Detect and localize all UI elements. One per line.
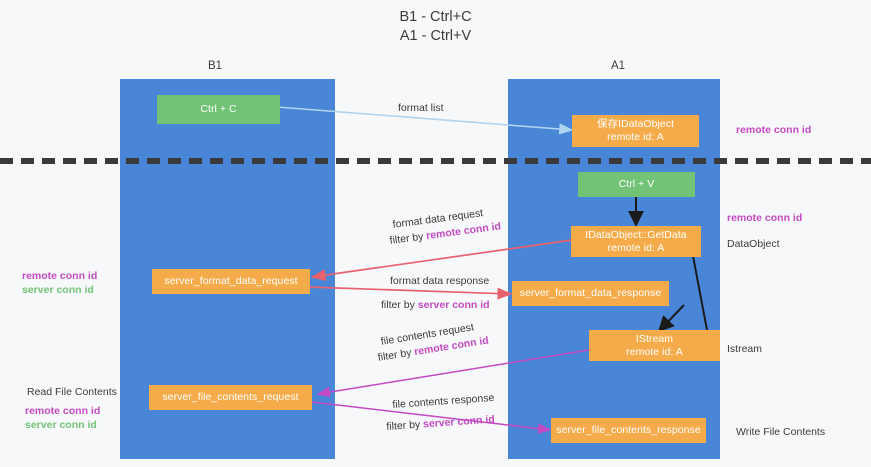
annotation-dataobject: DataObject	[727, 238, 780, 250]
annotation-left-server-conn-id-2: server conn id	[25, 419, 97, 431]
edge-label-format-data-response: format data response	[390, 275, 490, 287]
edge-label-file-contents-response-filter: filter by server conn id	[386, 413, 495, 434]
annotation-read-file-contents: Read File Contents	[27, 386, 117, 398]
filter-prefix: filter by	[389, 230, 428, 247]
annotation-write-file-contents: Write File Contents	[736, 426, 826, 438]
node-ctrl-c[interactable]: Ctrl + C	[157, 95, 280, 124]
node-server-file-contents-response[interactable]: server_file_contents_response	[551, 418, 706, 443]
column-header-a1-text: A1	[610, 60, 626, 72]
annotation-left-remote-conn-id: remote conn id	[22, 270, 98, 282]
node-ctrl-v[interactable]: Ctrl + V	[578, 172, 695, 197]
filter-prefix: filter by	[377, 346, 416, 364]
page-title: B1 - Ctrl+C A1 - Ctrl+V	[399, 9, 472, 44]
filter-prefix: filter by	[381, 299, 418, 311]
annotation-remote-conn-id-mid: remote conn id	[727, 212, 803, 224]
annotation-remote-conn-id-top: remote conn id	[736, 124, 812, 136]
edge-label-format-data-response-filter: filter by server conn id	[381, 299, 490, 312]
filter-key-server-conn-id: server conn id	[422, 413, 496, 431]
node-store-idataobject[interactable]: 保存IDataObject remote id: A	[572, 115, 699, 147]
annotation-left-remote-conn-id-2: remote conn id	[25, 405, 101, 417]
trust-boundary-divider	[0, 158, 871, 164]
node-istream[interactable]: IStream remote id: A	[589, 330, 720, 361]
annotation-left-server-conn-id: server conn id	[22, 284, 94, 296]
annotation-istream: Istream	[727, 343, 763, 355]
edge-label-file-contents-response: file contents response	[392, 391, 495, 411]
node-idataobject-getdata[interactable]: IDataObject::GetData remote id: A	[571, 226, 701, 257]
arrow-format-data-response	[307, 286, 513, 300]
edge-label-format-list: format list	[398, 102, 444, 114]
filter-key-server-conn-id: server conn id	[417, 299, 490, 311]
column-header-b1-text: B1	[207, 60, 223, 72]
filter-prefix: filter by	[386, 418, 424, 433]
node-server-format-data-request[interactable]: server_format_data_request	[152, 269, 310, 294]
node-server-file-contents-request[interactable]: server_file_contents_request	[149, 385, 312, 410]
node-server-format-data-response[interactable]: server_format_data_response	[512, 281, 669, 306]
